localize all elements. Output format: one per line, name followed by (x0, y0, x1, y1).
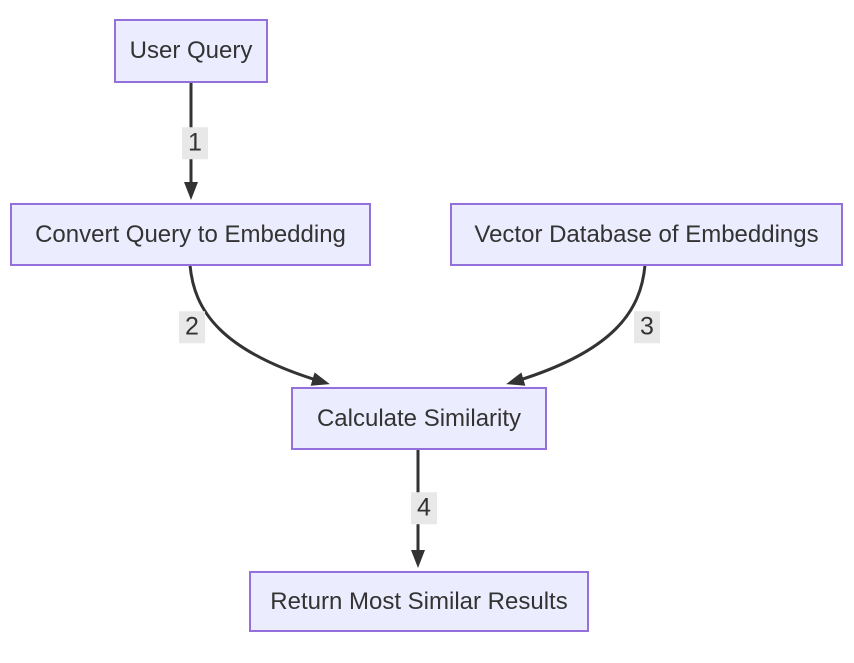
node-calc-similarity: Calculate Similarity (291, 387, 547, 450)
node-return-results: Return Most Similar Results (249, 571, 589, 632)
edge-database-to-similarity (506, 264, 647, 386)
node-convert-embedding: Convert Query to Embedding (10, 203, 371, 266)
node-return-results-label: Return Most Similar Results (270, 587, 568, 615)
node-vector-database: Vector Database of Embeddings (450, 203, 843, 266)
node-convert-embedding-label: Convert Query to Embedding (35, 220, 346, 248)
edge-label-3: 3 (634, 311, 660, 343)
node-user-query: User Query (114, 19, 268, 83)
node-user-query-label: User Query (129, 37, 253, 64)
node-vector-database-label: Vector Database of Embeddings (474, 220, 819, 248)
node-calc-similarity-label: Calculate Similarity (316, 404, 522, 432)
edge-label-1: 1 (182, 127, 208, 159)
edge-label-4: 4 (411, 492, 437, 524)
edge-convert-to-similarity (188, 264, 330, 386)
edge-label-2: 2 (179, 311, 205, 343)
